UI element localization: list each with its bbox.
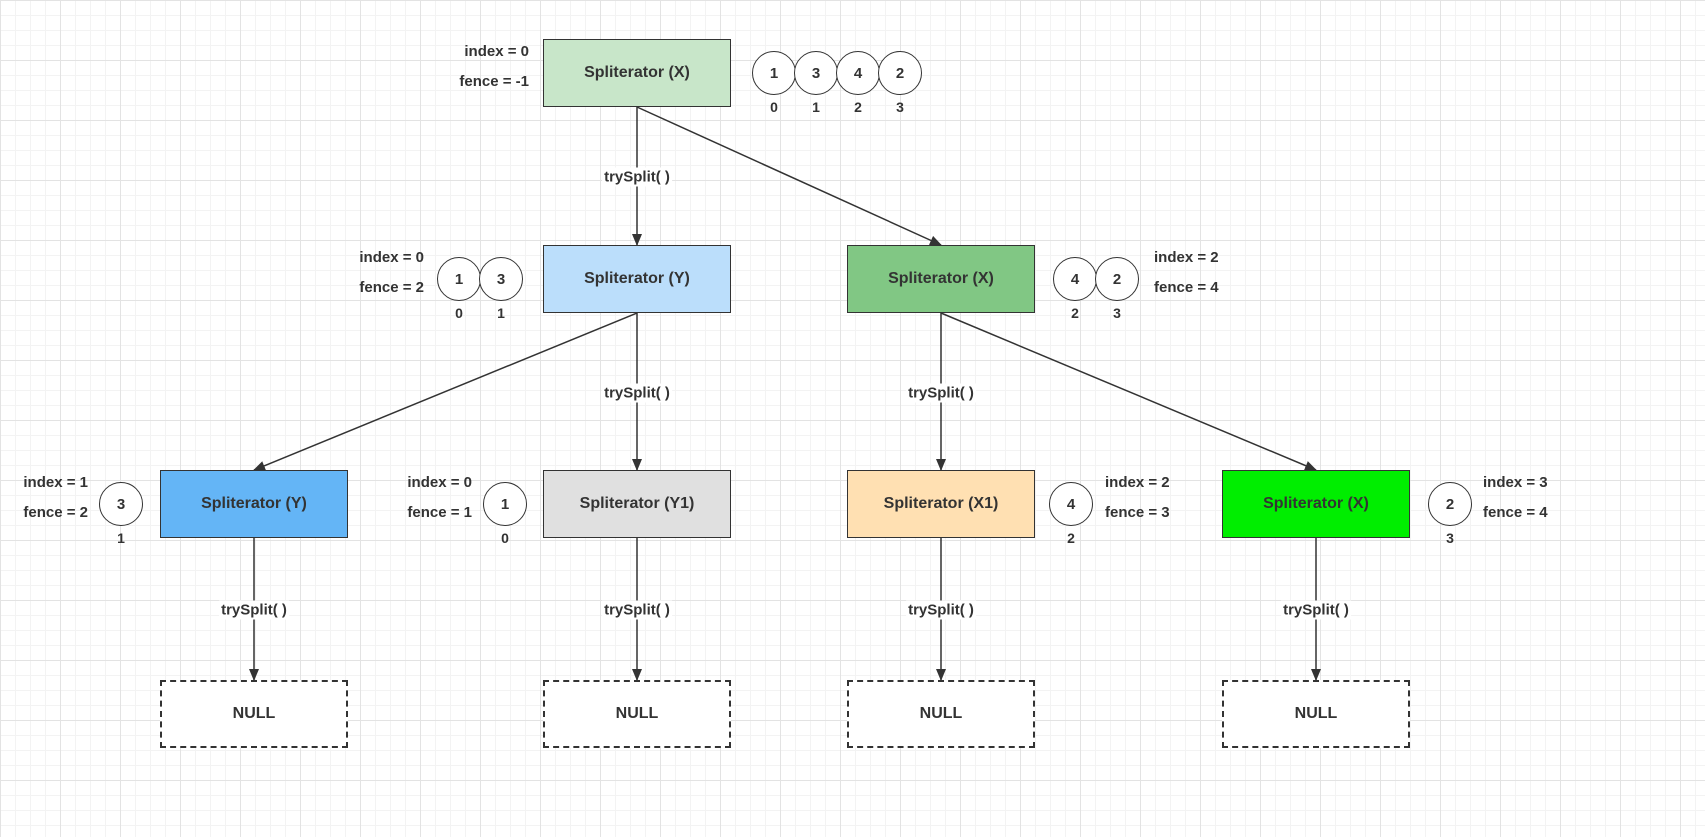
array-element-circle: 3	[479, 257, 523, 301]
array-element-circle: 1	[483, 482, 527, 526]
fence-label: fence = 2	[23, 504, 88, 521]
fence-label: fence = 1	[407, 504, 472, 521]
array-index-label: 2	[1067, 530, 1075, 546]
fence-label: fence = 4	[1154, 279, 1219, 296]
array-index-label: 3	[896, 99, 904, 115]
array-element-circle: 1	[437, 257, 481, 301]
split-edge-arrow	[940, 312, 1317, 471]
fence-label: fence = -1	[459, 73, 529, 90]
index-label: index = 3	[1483, 474, 1548, 491]
array-index-label: 2	[1071, 305, 1079, 321]
index-label: index = 0	[407, 474, 472, 491]
array-element-circle: 4	[1053, 257, 1097, 301]
spliterator-node[interactable]: Spliterator (X)	[543, 39, 731, 107]
try-split-label: trySplit( )	[906, 600, 976, 620]
spliterator-node[interactable]: Spliterator (Y)	[543, 245, 731, 313]
array-element-circle: 1	[752, 51, 796, 95]
fence-label: fence = 3	[1105, 504, 1170, 521]
array-element-circle: 4	[836, 51, 880, 95]
try-split-label: trySplit( )	[602, 600, 672, 620]
index-label: index = 1	[23, 474, 88, 491]
array-index-label: 2	[854, 99, 862, 115]
try-split-label: trySplit( )	[602, 167, 672, 187]
array-index-label: 0	[501, 530, 509, 546]
index-label: index = 0	[359, 249, 424, 266]
split-edge-arrow	[253, 312, 638, 471]
array-index-label: 1	[497, 305, 505, 321]
array-index-label: 0	[770, 99, 778, 115]
array-element-circle: 2	[878, 51, 922, 95]
index-label: index = 2	[1154, 249, 1219, 266]
array-element-circle: 2	[1095, 257, 1139, 301]
array-index-label: 0	[455, 305, 463, 321]
null-node[interactable]: NULL	[1222, 680, 1410, 748]
array-element-circle: 3	[794, 51, 838, 95]
spliterator-node[interactable]: Spliterator (X)	[847, 245, 1035, 313]
null-node[interactable]: NULL	[160, 680, 348, 748]
array-index-label: 3	[1113, 305, 1121, 321]
array-index-label: 3	[1446, 530, 1454, 546]
array-element-circle: 4	[1049, 482, 1093, 526]
try-split-label: trySplit( )	[906, 383, 976, 403]
array-element-circle: 2	[1428, 482, 1472, 526]
index-label: index = 2	[1105, 474, 1170, 491]
index-label: index = 0	[464, 43, 529, 60]
array-index-label: 1	[812, 99, 820, 115]
null-node[interactable]: NULL	[543, 680, 731, 748]
try-split-label: trySplit( )	[1281, 600, 1351, 620]
array-element-circle: 3	[99, 482, 143, 526]
spliterator-node[interactable]: Spliterator (Y)	[160, 470, 348, 538]
try-split-label: trySplit( )	[219, 600, 289, 620]
array-index-label: 1	[117, 530, 125, 546]
spliterator-node[interactable]: Spliterator (X1)	[847, 470, 1035, 538]
null-node[interactable]: NULL	[847, 680, 1035, 748]
spliterator-node[interactable]: Spliterator (Y1)	[543, 470, 731, 538]
fence-label: fence = 4	[1483, 504, 1548, 521]
split-edge-arrow	[636, 106, 942, 246]
fence-label: fence = 2	[359, 279, 424, 296]
spliterator-node[interactable]: Spliterator (X)	[1222, 470, 1410, 538]
try-split-label: trySplit( )	[602, 383, 672, 403]
